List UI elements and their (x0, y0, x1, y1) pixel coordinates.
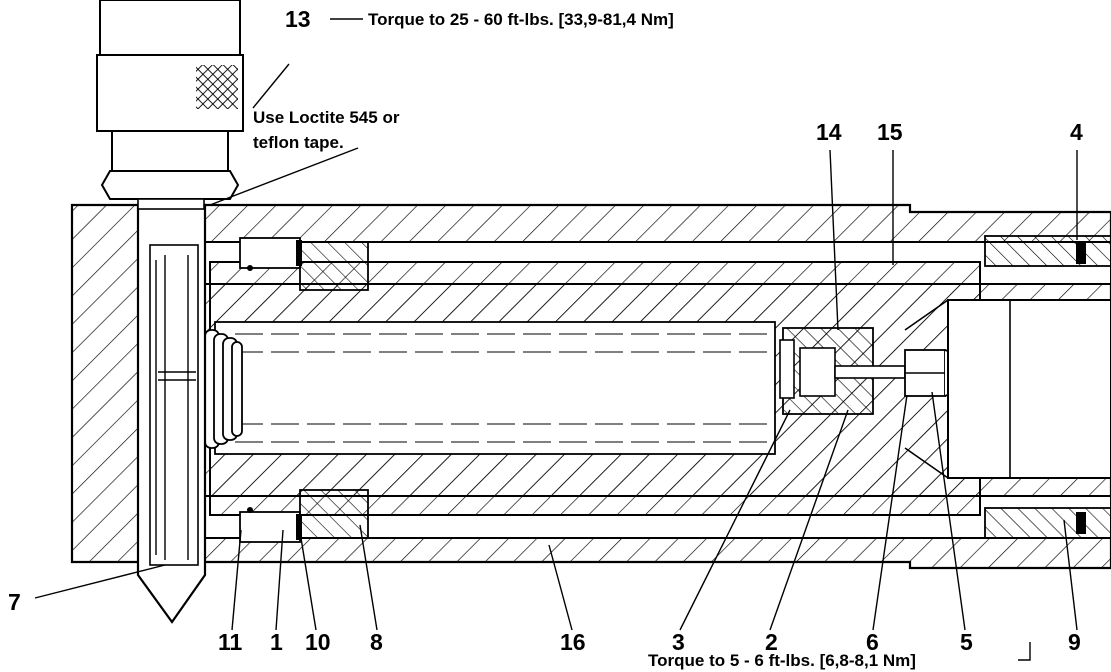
part-number-15: 15 (877, 119, 903, 145)
part-number-13: 13 (285, 6, 311, 32)
part-number-8: 8 (370, 629, 383, 655)
torque-note-bottom: Torque to 5 - 6 ft-lbs. [6,8-8,1 Nm] (648, 651, 916, 670)
spring-coils (204, 329, 243, 449)
part-number-4: 4 (1070, 119, 1083, 145)
plunger (209, 261, 981, 516)
part-number-11: 11 (218, 629, 243, 655)
left-seal-group (239, 237, 369, 543)
part-number-5: 5 (960, 629, 973, 655)
part-number-10: 10 (305, 629, 331, 655)
check-valve-assembly (779, 327, 906, 415)
fitting-vertical (136, 203, 207, 624)
saddle-head (904, 299, 1111, 479)
loctite-note-line-2: teflon tape. (253, 133, 344, 152)
torque-note-top: Torque to 25 - 60 ft-lbs. [33,9-81,4 Nm] (368, 10, 674, 29)
leader-lines (34, 18, 1078, 661)
loctite-note-line-1: Use Loctite 545 or (253, 108, 400, 127)
part-number-9: 9 (1068, 629, 1081, 655)
part-number-1: 1 (270, 629, 283, 655)
part-number-16: 16 (560, 629, 586, 655)
coupler-13 (96, 0, 244, 210)
right-gland (984, 235, 1111, 539)
part-number-2: 2 (765, 629, 778, 655)
part-number-7: 7 (8, 589, 21, 615)
labels: 13 Torque to 25 - 60 ft-lbs. [33,9-81,4 … (8, 6, 1083, 670)
part-number-14: 14 (816, 119, 842, 145)
part-number-3: 3 (672, 629, 685, 655)
part-number-6: 6 (866, 629, 879, 655)
